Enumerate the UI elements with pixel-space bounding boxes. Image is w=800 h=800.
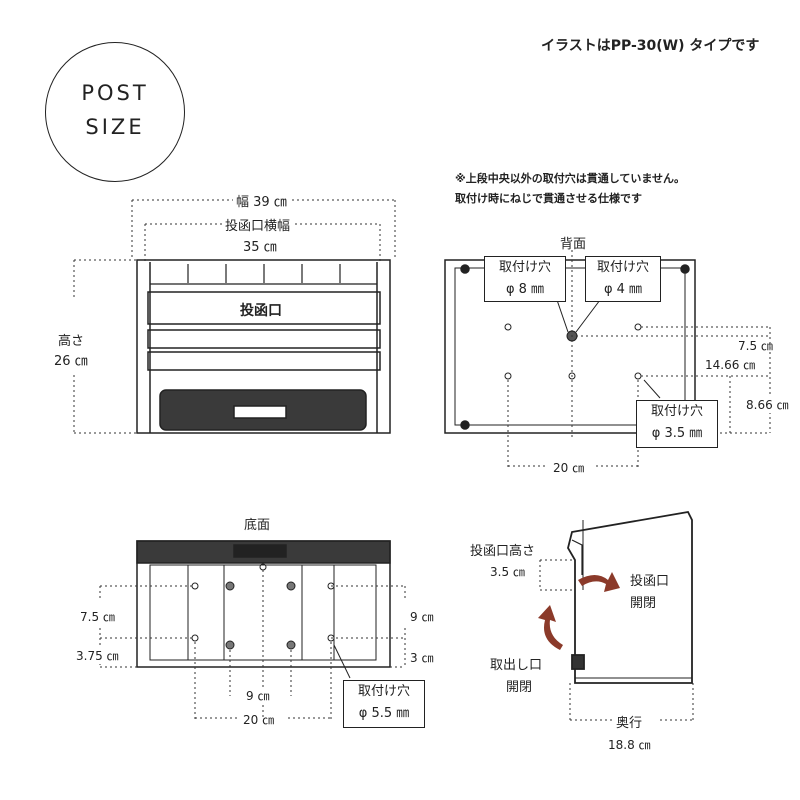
side-outlet-handle bbox=[571, 654, 585, 670]
bottom-dim-20: 20 ㎝ bbox=[243, 713, 275, 727]
callout-name: 取付け穴 bbox=[498, 260, 551, 275]
bottom-view-title: 底面 bbox=[244, 518, 271, 533]
side-body-outline bbox=[567, 510, 693, 684]
bottom-dim-3-75: 3.75 ㎝ bbox=[76, 647, 119, 664]
back-hole-3-5mm-callout: 取付け穴 φ 3.5 ㎜ bbox=[636, 400, 718, 448]
front-slot-label: 投函口 bbox=[240, 303, 282, 319]
side-outlet-label-1: 取出し口 bbox=[490, 658, 543, 673]
bottom-dim-3: 3 ㎝ bbox=[410, 651, 434, 665]
outlet-open-arrow bbox=[538, 605, 563, 650]
side-outlet-label-2: 開閉 bbox=[506, 680, 533, 695]
model-note: イラストはPP-30(W) タイプです bbox=[541, 38, 760, 54]
side-dimensions bbox=[539, 559, 694, 722]
side-depth-value: 18.8 ㎝ bbox=[608, 738, 651, 752]
bottom-view bbox=[136, 540, 391, 679]
badge-line-1: POST bbox=[81, 81, 149, 105]
front-panel-1 bbox=[147, 329, 381, 349]
post-size-badge: POST SIZE bbox=[45, 42, 185, 182]
front-slot-flap bbox=[147, 291, 381, 325]
front-view bbox=[136, 259, 391, 434]
side-open-arrows bbox=[538, 572, 620, 650]
callout-name: 取付け穴 bbox=[596, 260, 649, 275]
front-body-outline bbox=[136, 259, 391, 434]
back-body-outline bbox=[444, 259, 696, 434]
callout-name: 取付け穴 bbox=[650, 404, 703, 419]
front-width-label: 幅 39 ㎝ bbox=[233, 191, 290, 210]
front-height-label: 高さ bbox=[58, 330, 85, 349]
back-dim-8-66: 8.66 ㎝ bbox=[746, 396, 789, 413]
slot-open-arrow bbox=[578, 572, 620, 592]
side-slot-height-value: 3.5 ㎝ bbox=[490, 565, 525, 579]
front-height-value: 26 ㎝ bbox=[54, 350, 88, 369]
mounting-note-2: 取付け時にねじで貫通させる仕様です bbox=[455, 192, 642, 205]
callout-size: φ 5.5 ㎜ bbox=[358, 706, 410, 721]
side-slot-open-label-1: 投函口 bbox=[630, 574, 670, 589]
side-slot-open-label-2: 開閉 bbox=[630, 596, 657, 611]
front-handle bbox=[233, 405, 287, 419]
callout-size: φ 3.5 ㎜ bbox=[651, 426, 703, 441]
callout-size: φ 4 ㎜ bbox=[603, 282, 643, 297]
badge-line-2: SIZE bbox=[85, 115, 145, 139]
front-top-louvers bbox=[150, 264, 377, 285]
back-dimensions bbox=[507, 250, 771, 468]
back-dim-7-5: 7.5 ㎝ bbox=[738, 339, 773, 353]
mounting-note-1: ※上段中央以外の取付穴は貫通していません。 bbox=[455, 172, 686, 185]
back-dim-20: 20 ㎝ bbox=[553, 461, 585, 475]
back-hole-8mm-callout: 取付け穴 φ 8 ㎜ bbox=[484, 256, 566, 302]
back-view-title: 背面 bbox=[560, 237, 587, 252]
side-depth-label: 奥行 bbox=[616, 716, 643, 731]
front-panel-2 bbox=[147, 351, 381, 371]
bottom-dim-7-5: 7.5 ㎝ bbox=[80, 608, 115, 625]
bottom-dim-9: 9 ㎝ bbox=[246, 687, 270, 704]
front-slot-width-label: 投函口横幅 bbox=[222, 215, 294, 234]
back-mount-holes bbox=[504, 323, 642, 380]
front-slot-width-value: 35 ㎝ bbox=[243, 240, 277, 255]
callout-size: φ 8 ㎜ bbox=[505, 282, 545, 297]
bottom-dim-9-right: 9 ㎝ bbox=[410, 610, 434, 624]
side-view bbox=[567, 510, 693, 684]
callout-name: 取付け穴 bbox=[357, 684, 410, 699]
back-dim-14-66: 14.66 ㎝ bbox=[705, 356, 756, 373]
side-slot-height-label: 投函口高さ bbox=[470, 544, 536, 559]
back-hole-4mm-callout: 取付け穴 φ 4 ㎜ bbox=[585, 256, 661, 302]
bottom-hole-callout: 取付け穴 φ 5.5 ㎜ bbox=[343, 680, 425, 728]
